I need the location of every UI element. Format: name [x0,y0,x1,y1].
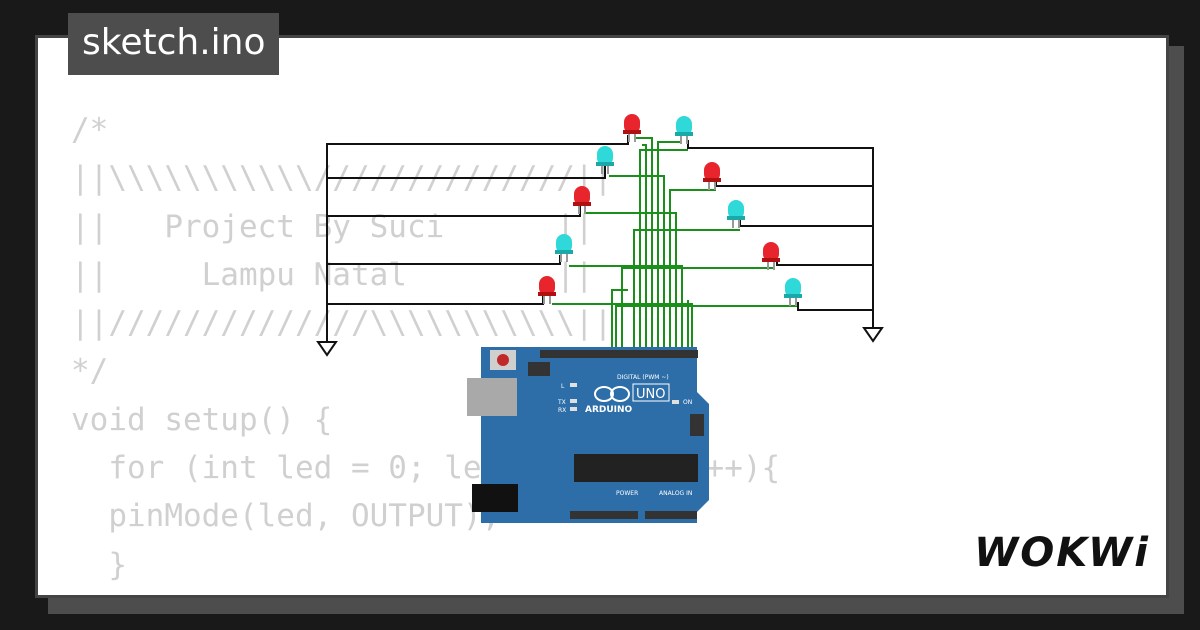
ground-symbol-right [862,327,884,343]
led-indicator-tx [570,399,577,403]
icsp-header-right [690,414,704,436]
chip [574,454,698,482]
board-brand: ARDUINO [585,405,633,415]
diagram-canvas: /*||\\\\\\\\\\\//////////////|||| Projec… [35,35,1169,598]
filename-tab[interactable]: sketch.ino [68,13,280,75]
digital-label: DIGITAL (PWM ~) [617,374,669,381]
arduino-logo-icon [594,386,614,402]
code-line: void setup() { [71,401,333,438]
power-header[interactable] [570,511,638,519]
wokwi-logo: WOKWi [974,530,1150,576]
signal-wires [552,137,797,350]
code-line: } [71,546,127,583]
analog-label: ANALOG IN [659,490,692,497]
led-red[interactable] [573,186,591,214]
led-cyan[interactable] [555,234,573,262]
led-cyan[interactable] [596,146,614,174]
led-red[interactable] [623,114,641,142]
led-indicator-rx [570,407,577,411]
l-label: L [561,383,565,390]
usb-port [467,378,517,416]
code-line: /* [71,112,109,148]
led-red[interactable] [703,162,721,190]
board-model: UNO [636,387,665,402]
power-jack [472,484,518,512]
led-cyan[interactable] [727,200,745,228]
code-line: */ [71,353,109,390]
arduino-logo-icon-right [610,386,630,402]
led-indicator-l [570,383,577,387]
tx-label: TX [557,399,566,406]
model-badge [632,383,670,402]
code-line: } [71,589,780,596]
code-line: || Lampu Natal || [71,256,594,293]
led-indicator-on [672,400,679,404]
digital-header[interactable] [540,350,698,358]
code-line: pinMode(led, OUTPUT); [71,498,501,535]
ground-symbol-left [316,341,338,357]
icsp-header [528,362,550,376]
power-label: POWER [616,490,638,497]
arduino-uno-board[interactable]: ARDUINO UNO DIGITAL (PWM ~) ON L TX RX P… [467,347,709,523]
led-cyan[interactable] [784,278,802,306]
code-line: ||//////////////\\\\\\\\\\\|| [71,305,613,342]
analog-header[interactable] [645,511,697,519]
ground-wires-left [326,135,629,342]
led-cyan[interactable] [675,116,693,144]
led-red[interactable] [538,276,556,304]
reset-button-cap[interactable] [497,354,509,366]
led-red[interactable] [762,242,780,270]
rx-label: RX [558,407,566,414]
on-label: ON [683,399,692,406]
